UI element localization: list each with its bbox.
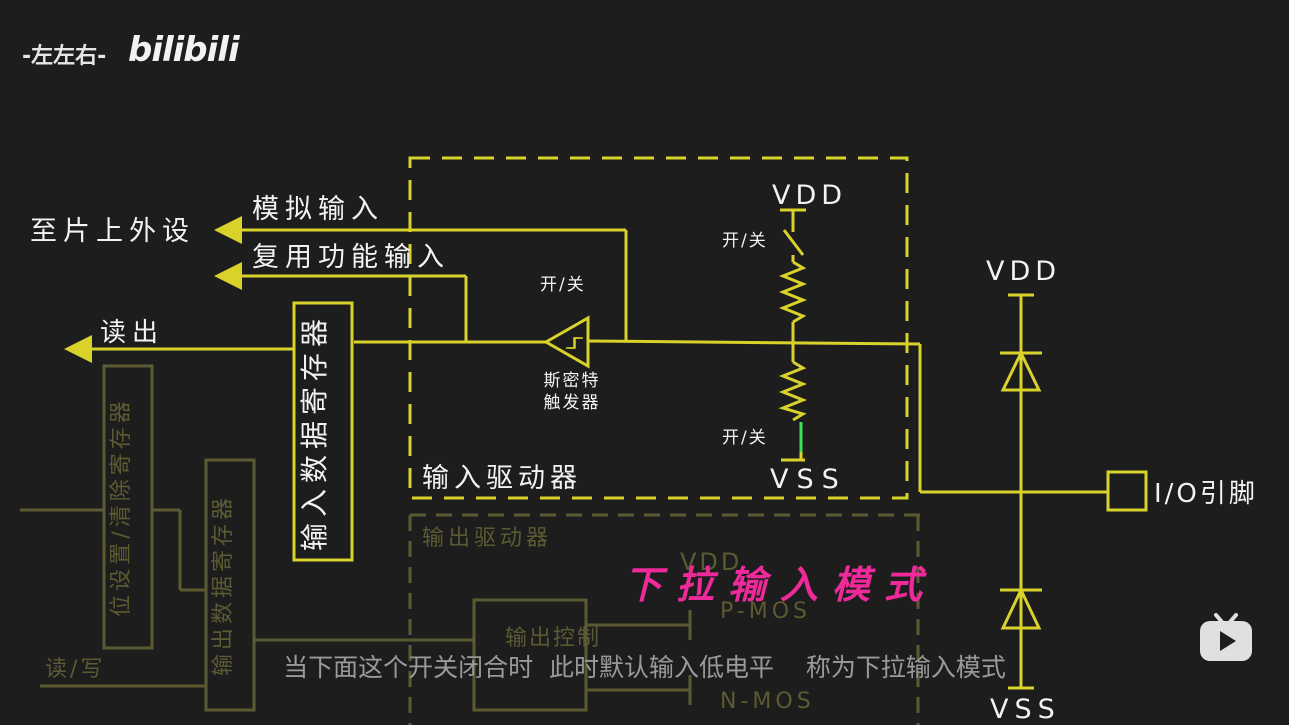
upper-diode (1000, 349, 1042, 392)
alt-function-arrow (214, 262, 242, 290)
input-data-register-label: 输入数据寄存器 (298, 313, 331, 551)
input-driver-border (408, 156, 909, 500)
output-control-label: 输出控制 (505, 626, 601, 651)
read-write-label: 读/写 (45, 657, 105, 682)
pull-down-resistor (778, 360, 808, 422)
analog-input-label: 模拟输入 (252, 194, 384, 225)
schmitt-switch-label: 开/关 (540, 275, 586, 295)
nmos-label: N-MOS (720, 689, 815, 714)
channel-watermark: -左左右- (22, 44, 107, 69)
diagram-labels: 至片上外设 模拟输入 复用功能输入 读出 输入数据寄存器 开/关 斯密特 触发器… (30, 180, 1258, 725)
pull-up-switch (782, 229, 805, 256)
bilibili-logo: bilibili (128, 30, 240, 70)
pull-up-resistor (778, 260, 808, 324)
io-vdd-label: VDD (986, 256, 1061, 287)
output-data-register-box (204, 458, 256, 712)
output-data-register-label: 输出数据寄存器 (211, 494, 236, 676)
set-clear-register-box (102, 364, 154, 650)
output-driver-label: 输出驱动器 (422, 526, 552, 551)
io-vss-label: VSS (990, 694, 1061, 725)
pmos-label: P-MOS (720, 599, 811, 624)
read-out-label: 读出 (100, 318, 164, 348)
pull-down-vss-label: VSS (770, 464, 847, 495)
set-clear-register-label: 位设置/清除寄存器 (109, 397, 134, 616)
arrows (64, 216, 242, 363)
schmitt-label-line1: 斯密特 (544, 371, 601, 391)
alt-function-label: 复用功能输入 (252, 242, 450, 273)
pin-input-wire (587, 339, 921, 346)
mode-title: 下拉输入模式 (624, 563, 936, 607)
output-section-dim-labels: 位设置/清除寄存器 输出数据寄存器 读/写 输出驱动器 VDD P-MOS N-… (45, 397, 815, 714)
input-driver-label: 输入驱动器 (422, 463, 582, 494)
input-data-register-box (292, 301, 354, 562)
tv-icon[interactable] (1198, 611, 1254, 663)
schmitt-label-line2: 触发器 (544, 393, 601, 413)
input-wires (86, 208, 1108, 690)
pull-up-switch-label: 开/关 (722, 231, 768, 251)
lower-diode (1000, 586, 1042, 630)
analog-arrow (214, 216, 242, 244)
output-section-dim (20, 364, 920, 725)
read-out-arrow (64, 335, 92, 363)
subtitle-caption: 当下面这个开关闭合时 此时默认输入低电平 称为下拉输入模式 (283, 653, 1006, 682)
schmitt-trigger-symbol (542, 315, 590, 369)
pull-down-switch-label: 开/关 (722, 428, 768, 448)
output-control-box (472, 598, 588, 712)
pull-up-vdd-label: VDD (772, 180, 847, 211)
io-pin-box (1106, 470, 1148, 512)
io-pin-label: I/O引脚 (1154, 479, 1258, 509)
output-vdd-label: VDD (680, 548, 742, 576)
to-peripheral-label: 至片上外设 (30, 216, 195, 247)
